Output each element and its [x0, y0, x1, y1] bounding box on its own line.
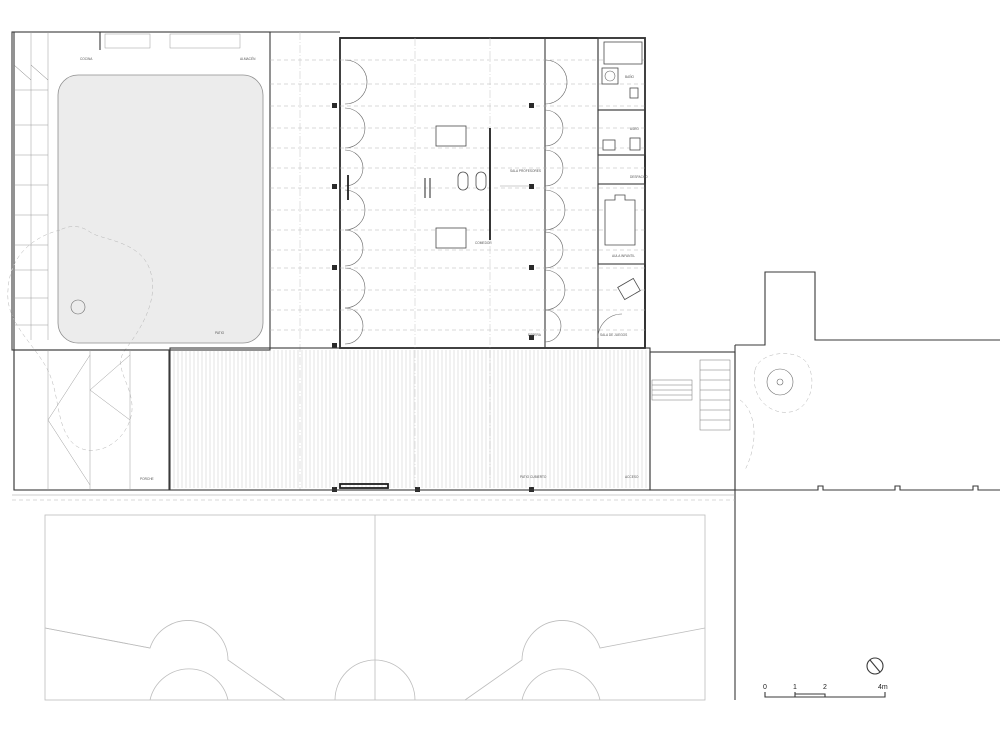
- label-courtyard: PATIO: [215, 331, 225, 335]
- scale-tick-2: 2: [823, 684, 827, 691]
- tree-icon: [70, 299, 86, 315]
- garden-lawn: [57, 74, 264, 344]
- north-arrow-icon: [866, 657, 884, 675]
- label-games: SALA DE JUEGOS: [600, 333, 627, 337]
- label-entrance: ACCESO: [625, 475, 639, 479]
- courtyard-block: COCINA ALMACÉN PATIO: [7, 31, 271, 490]
- door-swings-left: [344, 59, 368, 345]
- label-dining: COMEDOR: [475, 241, 492, 245]
- scale-bar: 0 1 2 4m: [763, 684, 888, 698]
- scale-tick-4m: 4m: [878, 684, 888, 691]
- label-covered-yard: PATIO CUBIERTO: [520, 475, 547, 479]
- stair-flight: [651, 359, 731, 431]
- scale-tick-0: 0: [763, 684, 767, 691]
- label-staff-room: SALA PROFESORES: [510, 169, 541, 173]
- deck-stripes: [173, 350, 647, 488]
- label-kitchen: COCINA: [80, 57, 93, 61]
- covered-yard: PATIO CUBIERTO ACCESO: [169, 347, 651, 491]
- label-porch: PORCHE: [140, 477, 154, 481]
- central-hall: COMEDOR SALA PROFESORES ESPERA: [270, 31, 646, 492]
- label-bathroom: BAÑO: [625, 74, 635, 79]
- right-rooms: BAÑO ASEO DESPACHO AULA INFANTIL SALA DE…: [597, 37, 648, 339]
- right-annex: [649, 271, 1000, 700]
- door-swings-right: [544, 59, 568, 343]
- sports-court: [12, 494, 735, 701]
- ceiling-grid: [270, 32, 645, 490]
- planting-outline: [7, 226, 153, 451]
- label-toilet: ASEO: [630, 127, 639, 131]
- left-stair: [13, 32, 49, 340]
- central-furniture: [347, 125, 530, 249]
- porch-left: PORCHE: [13, 349, 170, 491]
- label-office: DESPACHO: [630, 175, 648, 179]
- tree-icon: [766, 368, 794, 396]
- structural-columns: [332, 103, 534, 492]
- label-store: ALMACÉN: [240, 56, 256, 61]
- label-infant-room: AULA INFANTIL: [612, 254, 635, 258]
- scale-tick-1: 1: [793, 684, 797, 691]
- label-waiting: ESPERA: [528, 333, 542, 337]
